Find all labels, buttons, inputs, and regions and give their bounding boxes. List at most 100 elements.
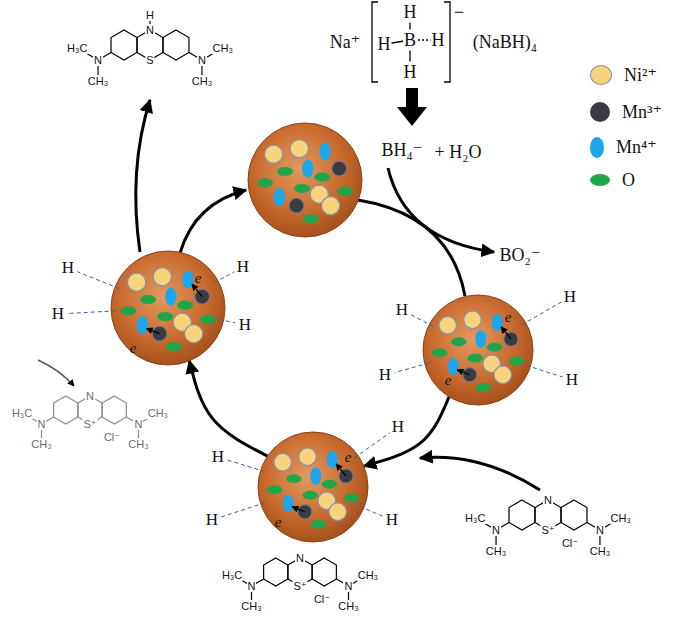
legend-swatch — [590, 65, 612, 85]
cycle-arrows — [136, 100, 540, 490]
hydrogen-label: H — [378, 365, 392, 385]
ion-dot — [492, 314, 503, 332]
ion-dot — [267, 485, 282, 494]
ion-dot — [302, 159, 313, 177]
legend-swatch — [590, 102, 610, 122]
label-text: H₃C — [221, 569, 243, 581]
ion-dot — [509, 357, 524, 366]
hydrogen-label: H — [385, 510, 399, 530]
benzene-ring — [264, 558, 288, 586]
ion-dot — [128, 273, 146, 291]
ion-dot — [277, 167, 293, 176]
ion-dot — [157, 312, 173, 321]
ion-dot — [283, 495, 294, 513]
electron-label: e — [445, 372, 452, 389]
label-text: N — [145, 24, 155, 36]
legend-text: Ni²⁺ — [624, 66, 657, 84]
label-text: Na⁺ — [329, 31, 362, 53]
ion-dot — [286, 474, 301, 483]
hydrogen-label: H — [563, 287, 577, 307]
nanoparticle — [248, 123, 362, 237]
adsorption-line — [526, 365, 562, 377]
legend-item: Mn⁴⁺ — [590, 136, 657, 158]
benzene-ring — [163, 30, 189, 60]
ion-dot — [476, 383, 491, 392]
hydrogen-label: H — [565, 370, 579, 390]
label-text: Cl⁻ — [561, 537, 579, 550]
label-text: N — [595, 524, 605, 536]
catalyst-particle: HeHHeH — [111, 251, 225, 365]
hydrogen-label: H — [238, 315, 252, 335]
adsorption-line — [411, 315, 433, 327]
label-text: N — [543, 494, 553, 506]
label-text: S⁺ — [292, 580, 307, 593]
ion-dot — [487, 343, 502, 352]
hydrogen-label: H — [236, 257, 250, 277]
label-text: H₃C — [11, 407, 33, 419]
ion-dot — [265, 145, 283, 163]
nanoparticle — [258, 432, 368, 542]
label-text: H — [145, 9, 155, 21]
molecule — [22, 396, 158, 444]
nanoparticle — [111, 251, 225, 365]
particle-outline — [111, 251, 225, 365]
ion-dot — [432, 348, 447, 357]
electron-transfer-arrow — [457, 370, 470, 375]
ion-dot — [451, 337, 466, 346]
label-text: B — [403, 30, 417, 51]
catalyst-particle: HeHHeH — [423, 295, 533, 405]
adsorption-line — [68, 311, 116, 314]
label-text: N — [37, 418, 47, 430]
ion-dot — [274, 188, 285, 206]
approach-arrow — [38, 360, 74, 386]
ion-dot — [299, 448, 317, 466]
molecule-drawings — [22, 15, 621, 606]
ion-dot — [439, 316, 457, 334]
reaction-arrow — [397, 88, 427, 126]
particle-outline — [423, 295, 533, 405]
release-arrow — [136, 100, 150, 252]
ion-dot — [494, 366, 512, 384]
cycle-arrow — [364, 397, 449, 466]
ion-dot — [182, 270, 193, 288]
electron-transfer-arrow — [146, 329, 159, 334]
benzene-ring — [509, 500, 535, 530]
ion-dot — [464, 311, 482, 329]
adsorption-arrow — [420, 457, 540, 490]
ion-dot — [311, 520, 326, 529]
ion-dot — [303, 214, 319, 223]
ion-dot — [289, 198, 304, 213]
hydrogen-label: H — [61, 258, 75, 278]
label-text: CH₃ — [337, 600, 359, 612]
ion-dot — [475, 330, 486, 348]
ion-dot — [310, 467, 321, 485]
ion-dot — [344, 494, 359, 503]
adsorption-line — [228, 460, 265, 472]
ion-dot — [140, 295, 156, 304]
benzene-ring — [312, 558, 336, 586]
borohydride-structure — [372, 2, 450, 82]
molecule — [232, 558, 368, 606]
product-arrow — [388, 168, 494, 252]
label-text: CH₃ — [191, 75, 213, 87]
label-text: (NaBH)₄ — [472, 32, 538, 53]
label-text: N — [85, 390, 95, 402]
ion-dot — [319, 142, 330, 160]
adsorption-line — [222, 503, 265, 517]
electron-label: e — [275, 514, 282, 531]
adsorption-line — [354, 433, 389, 458]
label-text: N — [93, 54, 103, 66]
label-text: H₃C — [66, 42, 88, 54]
electron-transfer-arrow — [336, 464, 346, 476]
benzene-ring — [561, 500, 587, 530]
label-text: H — [431, 30, 446, 51]
cycle-arrow — [189, 361, 267, 456]
legend-text: Mn³⁺ — [622, 103, 662, 121]
ion-dot — [327, 451, 338, 469]
label-text: CH₃ — [485, 545, 507, 557]
molecule — [77, 30, 222, 81]
label-text: H — [377, 34, 392, 55]
ion-dot — [177, 301, 193, 310]
electron-transfer-arrow — [501, 327, 511, 339]
